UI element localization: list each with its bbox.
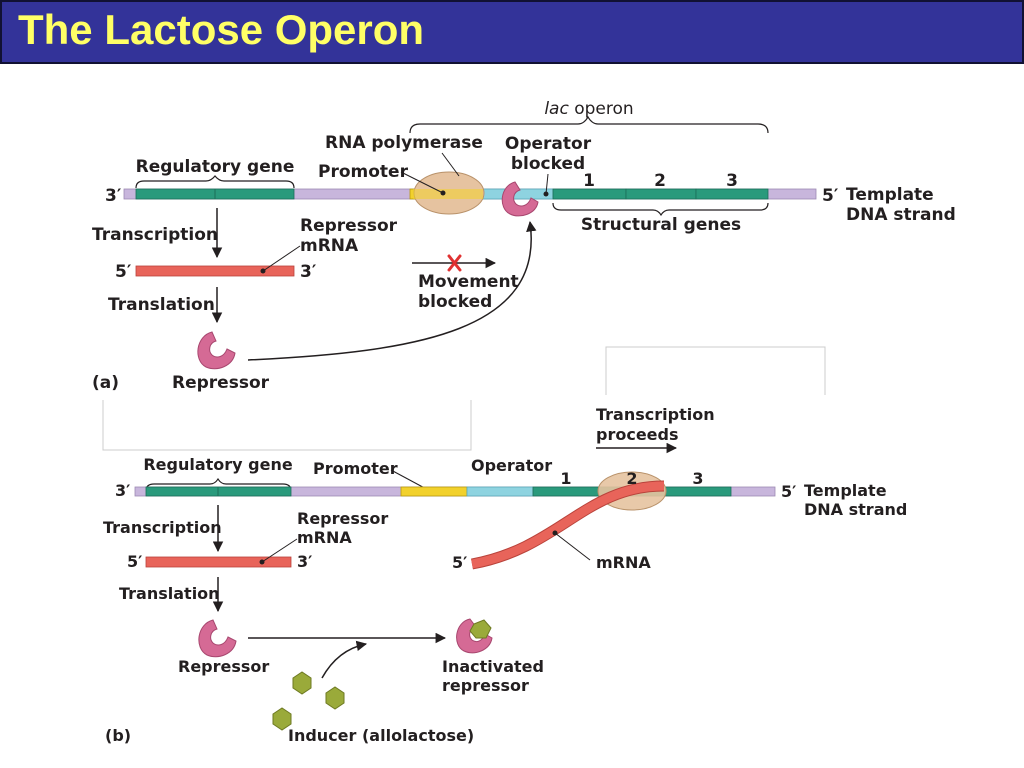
repressor-mrna-pointer-dot [260, 268, 266, 274]
structural-gene-1-b [532, 486, 600, 497]
repressor-mrna-label-2-b: mRNA [297, 528, 352, 547]
transcription-proceeds-label-2: proceeds [596, 425, 679, 444]
rna-polymerase-label: RNA polymerase [325, 133, 483, 153]
promoter-label: Promoter [318, 162, 409, 182]
mrna-five-prime-b: 5′ [127, 552, 142, 571]
mrna-five-prime: 5′ [115, 262, 132, 282]
inactivated-label-2: repressor [442, 676, 529, 695]
structural-genes-brace [552, 202, 769, 217]
rna-polymerase-pointer [441, 152, 460, 177]
repressor-mrna-pointer [262, 245, 301, 272]
template-label-1: Template [846, 185, 934, 205]
inducer-molecule-icon [325, 686, 345, 710]
movement-blocked-label-2: blocked [418, 292, 492, 312]
regulatory-gene-brace [135, 175, 295, 189]
repressor-mrna-pointer-dot-b [259, 559, 265, 565]
repressor-mrna-label-1-b: Repressor [297, 509, 388, 528]
inducer-molecule-icon [292, 671, 312, 695]
promoter-pointer-dot [440, 190, 446, 196]
promoter-segment-b [400, 486, 468, 497]
bound-inducer-icon [469, 619, 492, 639]
repressor-mrna [135, 265, 295, 277]
operator-pointer-dot [543, 191, 549, 197]
gene-3-label: 3 [726, 171, 738, 191]
bound-repressor-icon [501, 181, 539, 217]
repressor-icon-b [198, 619, 237, 658]
three-prime-label: 3′ [105, 186, 122, 206]
mrna-pointer-dot [552, 530, 558, 536]
repressor-mrna-b [145, 556, 292, 568]
lac-operon-label: lac operon [544, 99, 633, 119]
new-mrna-strand-fill [471, 481, 665, 569]
operator-segment-b [466, 486, 534, 497]
five-prime-label-b: 5′ [781, 482, 796, 501]
mrna-three-prime: 3′ [300, 262, 317, 282]
template-label-1-b: Template [804, 481, 887, 500]
structural-gene-3-b [664, 486, 732, 497]
operator-blocked-label-2: blocked [511, 154, 585, 174]
operator-pointer [545, 173, 549, 195]
structural-genes-label: Structural genes [581, 215, 741, 235]
template-label-2-b: DNA strand [804, 500, 907, 519]
regulatory-gene-label-b: Regulatory gene [143, 455, 293, 474]
repressor-label: Repressor [172, 373, 270, 393]
transcription-label-b: Transcription [103, 518, 222, 537]
structural-gene-3 [695, 188, 769, 200]
frame-left [102, 400, 472, 451]
gene-1-label-b: 1 [560, 469, 571, 488]
lac-operon-brace [409, 115, 769, 134]
repressor-mrna-label-1: Repressor [300, 216, 398, 236]
template-label-2: DNA strand [846, 205, 956, 225]
gene-2-label: 2 [654, 171, 666, 191]
mrna-label-b: mRNA [596, 553, 651, 572]
gene-1-label: 1 [583, 171, 595, 191]
panel-b: Transcription proceeds Regulatory gene P… [103, 405, 907, 745]
panel-a-label: (a) [92, 373, 119, 393]
three-prime-label-b: 3′ [115, 481, 130, 500]
new-mrna-five-prime: 5′ [452, 553, 467, 572]
operator-blocked-label-1: Operator [505, 134, 592, 154]
transcription-label: Transcription [92, 225, 218, 245]
promoter-pointer [400, 171, 444, 194]
frame-top-right [605, 346, 826, 395]
mrna-pointer [554, 532, 591, 561]
panel-a: lac operon RNA polymerase Operator block… [92, 99, 956, 393]
gene-2-label-b: 2 [626, 469, 637, 488]
translation-label-b: Translation [119, 584, 220, 603]
transcription-proceeds-label-1: Transcription [596, 405, 715, 424]
five-prime-label: 5′ [822, 186, 839, 206]
gene-3-label-b: 3 [692, 469, 703, 488]
repressor-binding-arrow [247, 220, 537, 361]
panel-b-label: (b) [105, 726, 131, 745]
translation-label: Translation [108, 295, 215, 315]
regulatory-gene-label: Regulatory gene [136, 157, 295, 177]
title-bar: The Lactose Operon [0, 0, 1024, 64]
repressor-icon [197, 331, 236, 370]
movement-blocked-label-1: Movement [418, 272, 519, 292]
inducer-label: Inducer (allolactose) [288, 726, 474, 745]
blocked-x-icon [447, 254, 462, 272]
inducer-binding-arrow [321, 640, 368, 679]
regulatory-gene-brace-b [145, 477, 292, 492]
repressor-label-b: Repressor [178, 657, 269, 676]
inducer-molecule-icon [272, 707, 292, 731]
operator-label-b: Operator [471, 456, 552, 475]
repressor-mrna-pointer-b [261, 538, 298, 563]
inactivated-label-1: Inactivated [442, 657, 544, 676]
repressor-mrna-label-2: mRNA [300, 236, 359, 256]
promoter-label-b: Promoter [313, 459, 398, 478]
page-title: The Lactose Operon [18, 6, 425, 53]
promoter-overlay [413, 189, 483, 199]
mrna-three-prime-b: 3′ [297, 552, 312, 571]
